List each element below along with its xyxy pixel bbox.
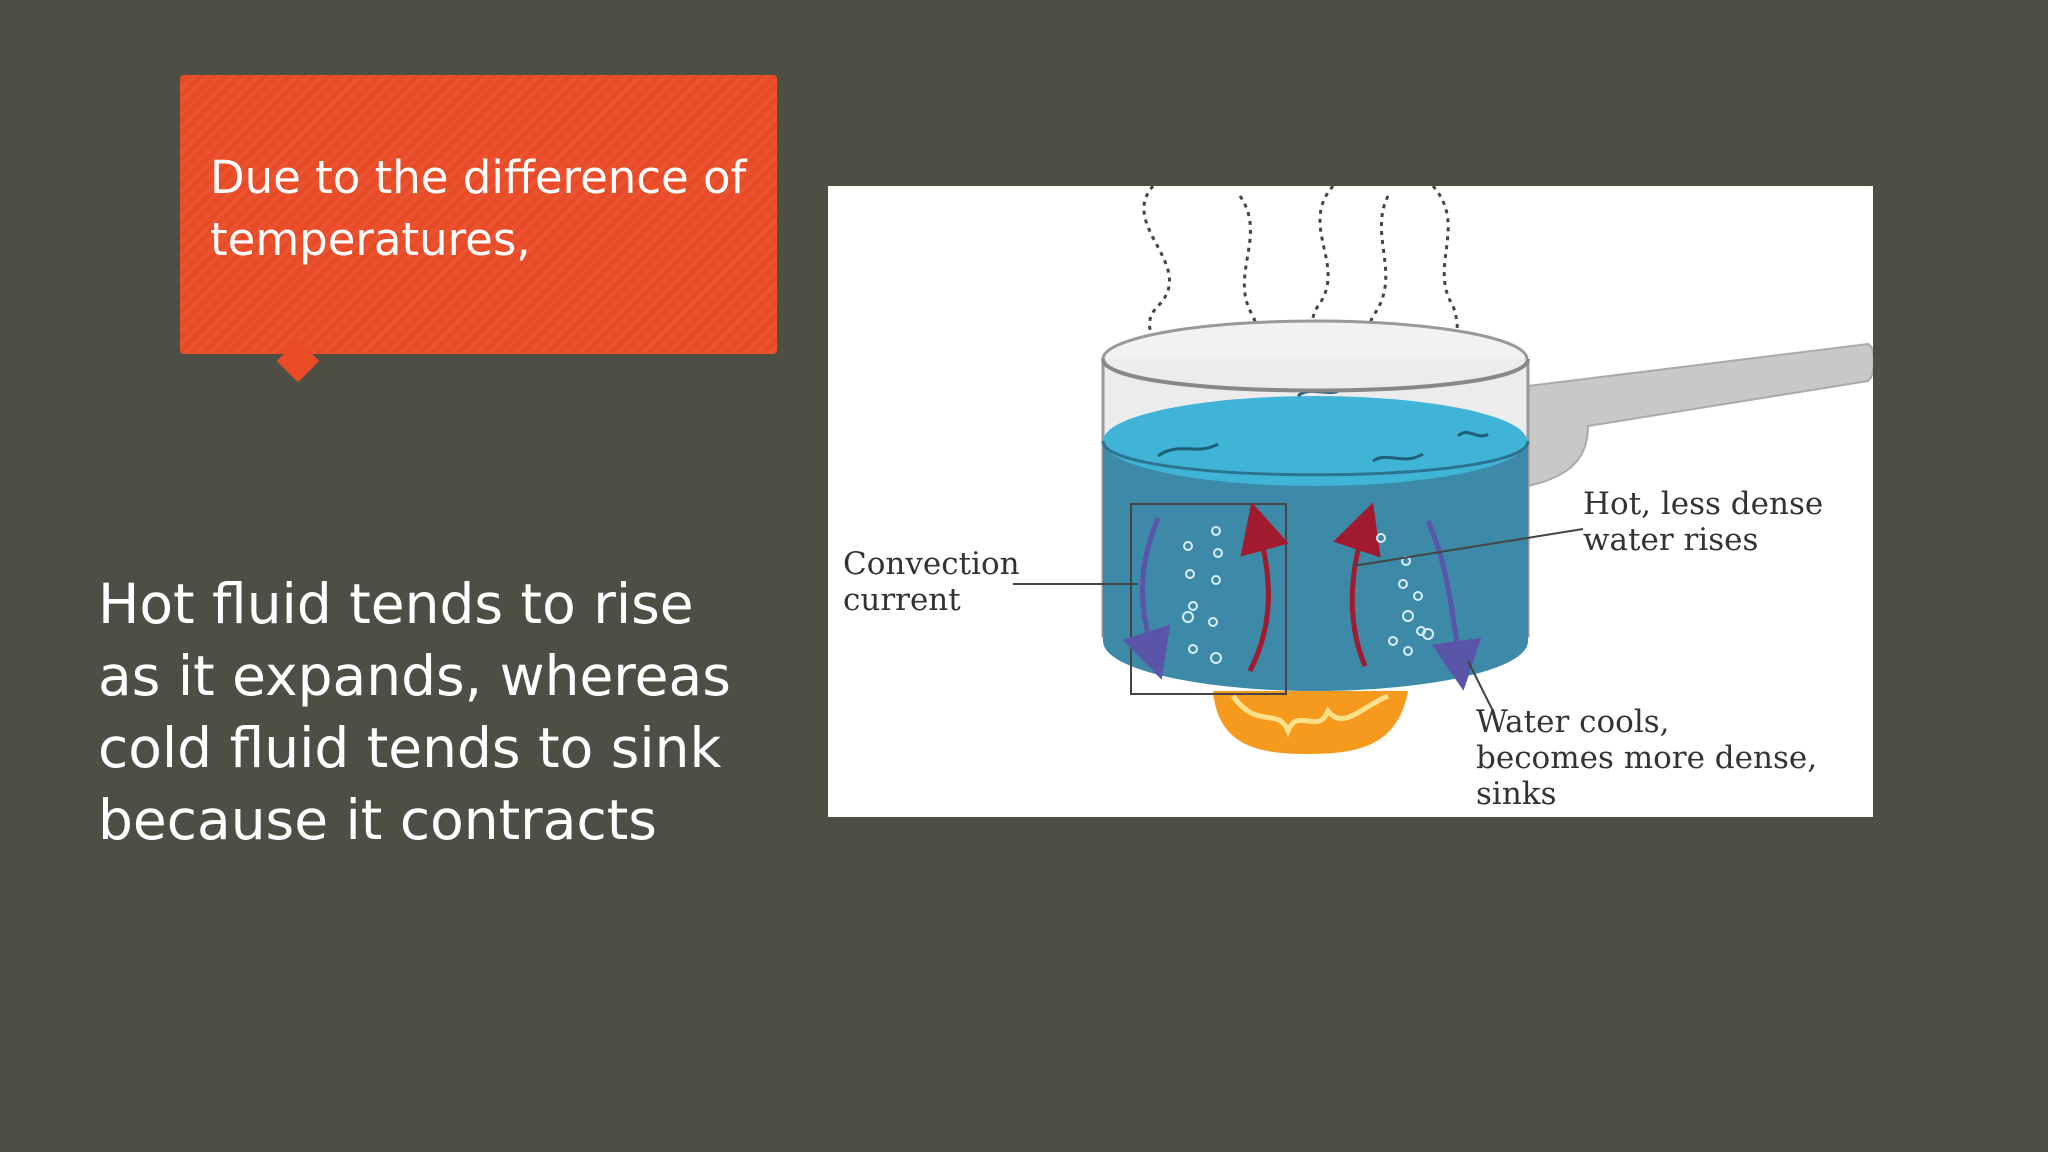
label-convection-current: Convection current bbox=[843, 546, 1020, 618]
callout-text: Due to the difference of temperatures, bbox=[210, 151, 747, 266]
diagram-artwork bbox=[1013, 186, 1873, 754]
label-hot-water-rises: Hot, less dense water rises bbox=[1583, 486, 1824, 558]
label-water-cools-sinks: Water cools, becomes more dense, sinks bbox=[1476, 704, 1818, 812]
callout-box: Due to the difference of temperatures, bbox=[180, 75, 777, 354]
body-text: Hot fluid tends to rise as it expands, w… bbox=[98, 572, 731, 852]
flame-icon bbox=[1213, 691, 1408, 754]
convection-diagram: Convection current Hot, less dense water… bbox=[828, 186, 1873, 817]
pan-handle bbox=[1527, 342, 1873, 488]
